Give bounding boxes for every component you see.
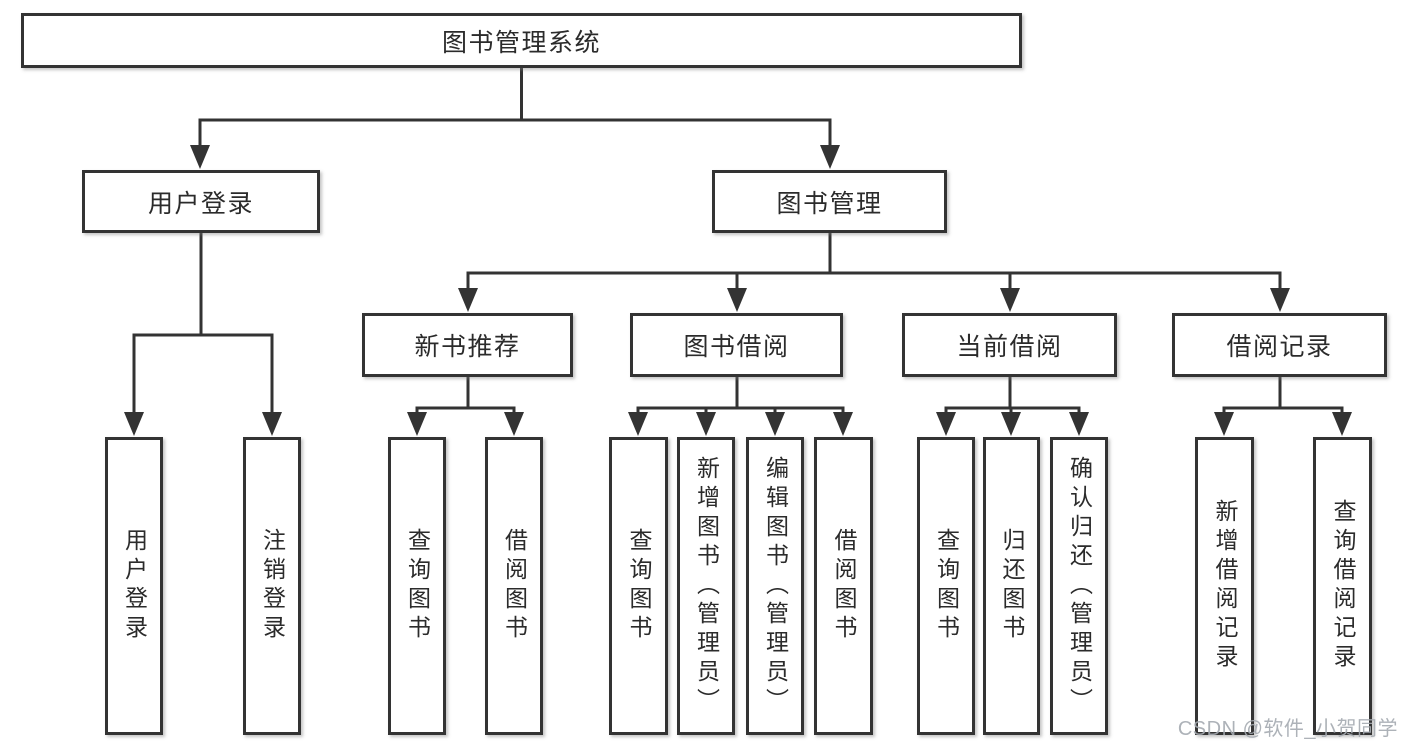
node-label: 查询借阅记录	[1330, 499, 1356, 673]
leaf-query-book-borrow: 查询图书	[609, 437, 668, 735]
node-user-login: 用户登录	[82, 170, 320, 233]
leaf-logout: 注销登录	[243, 437, 301, 735]
connector-newbook-to-leaves	[415, 377, 516, 415]
node-label: 图书借阅	[683, 333, 790, 361]
leaf-user-login: 用户登录	[105, 437, 163, 735]
node-current-borrowing: 当前借阅	[902, 313, 1117, 377]
leaf-add-book-admin: 新增图书（管理员）	[677, 437, 735, 735]
node-label: 查询图书	[404, 528, 431, 644]
node-library-management-system: 图书管理系统	[21, 13, 1022, 68]
node-label: 注销登录	[259, 528, 286, 644]
leaf-borrow-book: 借阅图书	[814, 437, 873, 735]
arrowheads	[124, 145, 1352, 436]
leaf-edit-book-admin: 编辑图书（管理员）	[746, 437, 804, 735]
node-new-book-recommend: 新书推荐	[362, 313, 573, 377]
leaf-confirm-return-admin: 确认归还（管理员）	[1050, 437, 1108, 735]
connector-userlogin-to-leaves	[132, 233, 274, 415]
connector-bookmgmt-to-level3	[466, 233, 1282, 291]
node-label: 查询图书	[626, 528, 652, 644]
connector-current-to-leaves	[944, 377, 1081, 415]
node-label: 借阅图书	[831, 528, 857, 644]
node-label: 查询图书	[933, 528, 960, 644]
leaf-query-book-current: 查询图书	[917, 437, 975, 735]
leaf-borrow-book-recommend: 借阅图书	[485, 437, 543, 735]
node-book-management: 图书管理	[712, 170, 947, 233]
node-label: 新增图书（管理员）	[693, 455, 720, 717]
connector-borrow-to-leaves	[636, 377, 845, 415]
leaf-query-borrow-record: 查询借阅记录	[1313, 437, 1372, 735]
node-label: 借阅图书	[501, 528, 528, 644]
node-label: 图书管理	[776, 189, 883, 218]
node-label: 借阅记录	[1226, 333, 1333, 361]
node-book-borrowing: 图书借阅	[630, 313, 843, 377]
csdn-watermark: CSDN @软件_小贺同学	[1177, 718, 1398, 740]
node-label: 新增借阅记录	[1212, 499, 1238, 673]
node-label: 确认归还（管理员）	[1066, 455, 1093, 717]
leaf-add-borrow-record: 新增借阅记录	[1195, 437, 1254, 735]
node-label: 归还图书	[999, 528, 1025, 644]
connector-records-to-leaves	[1222, 377, 1344, 415]
node-label: 用户登录	[147, 189, 254, 218]
leaf-query-book-recommend: 查询图书	[388, 437, 446, 735]
connector-root-to-level2	[198, 68, 832, 148]
node-label: 图书管理系统	[441, 28, 601, 57]
node-label: 编辑图书（管理员）	[762, 455, 789, 717]
node-label: 当前借阅	[956, 333, 1063, 361]
leaf-return-book: 归还图书	[983, 437, 1040, 735]
node-borrowing-records: 借阅记录	[1172, 313, 1387, 377]
node-label: 新书推荐	[414, 333, 521, 361]
node-label: 用户登录	[121, 528, 148, 644]
